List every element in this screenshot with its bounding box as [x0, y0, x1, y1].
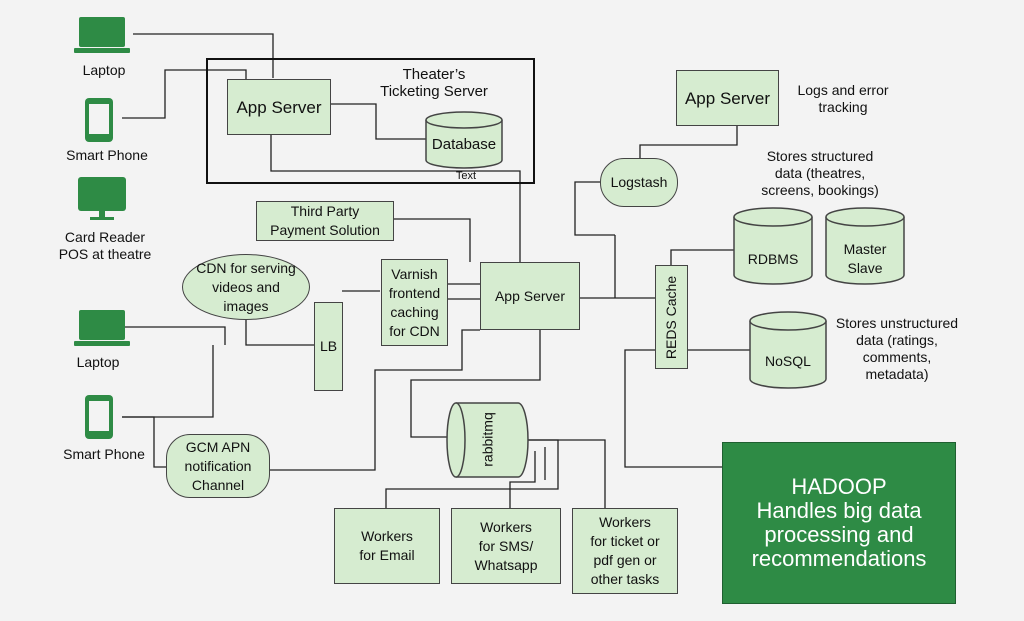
laptop-label-bottom: Laptop: [76, 354, 120, 370]
logging-app-server: App Server: [676, 70, 779, 126]
unstructured-note: Stores unstructured data (ratings, comme…: [835, 315, 959, 382]
logs-note: Logs and error tracking: [797, 82, 889, 115]
logstash-pill: Logstash: [600, 158, 678, 207]
master-slave-cylinder: [825, 207, 905, 285]
card-reader-label: Card Reader POS at theatre: [58, 229, 152, 262]
rdbms-cylinder: [733, 207, 813, 285]
database-cylinder: [425, 111, 503, 169]
gcm-apn-channel: GCM APN notification Channel: [166, 434, 270, 498]
workers-email: Workers for Email: [334, 508, 440, 584]
workers-sms: Workers for SMS/ Whatsapp: [451, 508, 561, 584]
rabbitmq-label: rabbitmq: [479, 412, 496, 467]
laptop-icon: [74, 310, 130, 346]
smartphone-label-bottom: Smart Phone: [63, 446, 145, 462]
varnish-box: Varnish frontend caching for CDN: [381, 259, 448, 346]
lb-box: LB: [314, 302, 343, 391]
third-party-payment: Third Party Payment Solution: [256, 201, 394, 241]
text-caption: Text: [455, 170, 477, 182]
structured-note: Stores structured data (theatres, screen…: [761, 148, 879, 198]
theater-app-server: App Server: [227, 79, 331, 135]
smartphone-label-top: Smart Phone: [66, 147, 148, 163]
nosql-cylinder: [749, 311, 827, 389]
rdbms-label: RDBMS: [747, 251, 799, 267]
hadoop-box: HADOOP Handles big data processing and r…: [722, 442, 956, 604]
reds-cache-box: REDS Cache: [655, 265, 688, 369]
theater-title: Theater’s Ticketing Server: [380, 66, 488, 100]
rabbitmq-cylinder: [446, 402, 529, 478]
cdn-oval: CDN for serving videos and images: [182, 254, 310, 320]
laptop-icon: [74, 17, 130, 53]
database-label: Database: [431, 136, 497, 153]
main-app-server: App Server: [480, 262, 580, 330]
nosql-label: NoSQL: [765, 353, 811, 369]
reds-cache-label: REDS Cache: [663, 275, 680, 359]
theater-ticketing-frame: [206, 58, 535, 184]
laptop-label-top: Laptop: [82, 62, 126, 78]
master-slave-label: Master Slave: [843, 241, 887, 276]
workers-ticket: Workers for ticket or pdf gen or other t…: [572, 508, 678, 594]
card-reader-icon: [78, 177, 126, 220]
smartphone-icon: [85, 395, 113, 439]
smartphone-icon: [85, 98, 113, 142]
